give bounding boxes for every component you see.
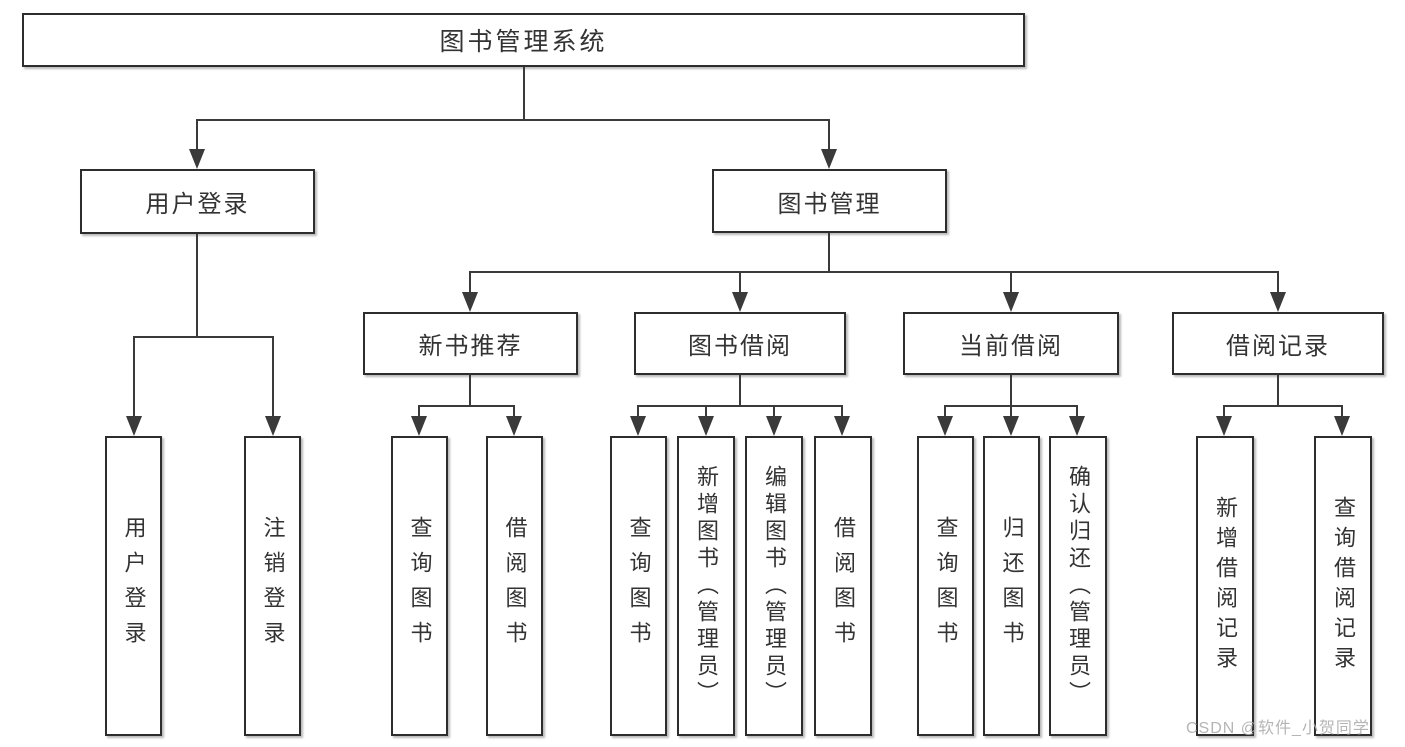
arrowhead-rec-add-record (1216, 416, 1232, 436)
node-book-management: 图书管理 (712, 169, 947, 233)
leaf-records-add-record-label: 新增借阅记录 (1213, 496, 1238, 676)
arrowhead-user-login (189, 149, 205, 169)
connector-stem-rec-query (418, 405, 420, 417)
arrowhead-rec-query (411, 416, 427, 436)
arrowhead-bor-add (698, 416, 714, 436)
connector-root-trunk (523, 67, 525, 121)
arrowhead-cur-confirm (1069, 416, 1085, 436)
node-root-label: 图书管理系统 (439, 28, 608, 56)
connector-stem-borrowing (739, 271, 741, 293)
leaf-borrowing-add-books-admin: 新增图书（管理员） (677, 436, 735, 736)
leaf-logout-label: 注销登录 (260, 516, 286, 656)
leaf-current-confirm-return-admin: 确认归还（管理员） (1049, 436, 1107, 736)
arrowhead-bor-edit (766, 416, 782, 436)
leaf-user-login-label: 用户登录 (121, 516, 147, 656)
arrowhead-rec-borrow (506, 416, 522, 436)
connector-stem-rec-add-record (1223, 405, 1225, 417)
connector-stem-bor-borrow (841, 405, 843, 417)
node-new-book-recommend: 新书推荐 (363, 312, 578, 375)
arrowhead-records (1270, 292, 1286, 312)
leaf-borrowing-borrow-books: 借阅图书 (814, 436, 872, 736)
csdn-watermark: CSDN @软件_小贺同学 (1186, 720, 1370, 737)
node-new-book-recommend-label: 新书推荐 (418, 333, 523, 360)
connector-user-trunk (196, 234, 198, 337)
leaf-borrowing-query-books-label: 查询图书 (626, 516, 652, 656)
arrowhead-bor-borrow (834, 416, 850, 436)
connector-borrowing-split (637, 405, 843, 407)
connector-stem-rec-borrow (513, 405, 515, 417)
arrowhead-current (1003, 292, 1019, 312)
arrowhead-bor-query (630, 416, 646, 436)
arrowhead-borrowing (732, 292, 748, 312)
leaf-records-query-record: 查询借阅记录 (1314, 436, 1372, 736)
leaf-recommend-borrow-books: 借阅图书 (486, 436, 543, 736)
connector-recommend-trunk (469, 375, 471, 406)
leaf-current-return-books-label: 归还图书 (999, 516, 1025, 656)
connector-stem-book-mgmt (828, 119, 830, 151)
connector-current-trunk (1010, 375, 1012, 406)
connector-stem-bor-add (705, 405, 707, 417)
leaf-borrowing-add-books-admin-label: 新增图书（管理员） (694, 464, 719, 708)
leaf-current-confirm-return-admin-label: 确认归还（管理员） (1066, 464, 1091, 708)
arrowhead-cur-return (1003, 416, 1019, 436)
connector-borrowing-trunk (739, 375, 741, 406)
connector-stem-cur-query (944, 405, 946, 417)
leaf-recommend-query-books-label: 查询图书 (407, 516, 433, 656)
connector-stem-cur-confirm (1076, 405, 1078, 417)
leaf-borrowing-borrow-books-label: 借阅图书 (831, 516, 856, 656)
connector-mgmt-split (469, 271, 1279, 273)
arrowhead-rec-query-record (1334, 416, 1350, 436)
arrowhead-cur-query (937, 416, 953, 436)
leaf-current-query-books: 查询图书 (917, 436, 974, 736)
node-book-borrowing: 图书借阅 (634, 312, 846, 375)
connector-mgmt-trunk (828, 233, 830, 273)
leaf-recommend-borrow-books-label: 借阅图书 (502, 516, 528, 656)
leaf-records-query-record-label: 查询借阅记录 (1331, 496, 1356, 676)
leaf-borrowing-edit-books-admin: 编辑图书（管理员） (745, 436, 803, 736)
connector-records-trunk (1277, 375, 1279, 406)
connector-stem-leaf-logout (272, 336, 274, 418)
connector-stem-new-books (469, 271, 471, 293)
connector-stem-records (1277, 271, 1279, 293)
connector-stem-rec-query-record (1341, 405, 1343, 417)
node-book-borrowing-label: 图书借阅 (688, 333, 792, 360)
connector-recommend-split (418, 405, 515, 407)
leaf-current-query-books-label: 查询图书 (933, 516, 959, 656)
connector-user-split (133, 336, 274, 338)
leaf-current-return-books: 归还图书 (983, 436, 1040, 736)
leaf-borrowing-query-books: 查询图书 (610, 436, 667, 736)
leaf-recommend-query-books: 查询图书 (391, 436, 448, 736)
node-user-login: 用户登录 (80, 169, 315, 234)
node-book-management-label: 图书管理 (777, 190, 882, 218)
arrowhead-book-mgmt (821, 149, 837, 169)
leaf-records-add-record: 新增借阅记录 (1196, 436, 1254, 736)
connector-stem-bor-query (637, 405, 639, 417)
connector-stem-cur-return (1010, 405, 1012, 417)
leaf-user-login: 用户登录 (105, 436, 162, 736)
connector-stem-bor-edit (773, 405, 775, 417)
connector-root-split (196, 119, 830, 121)
leaf-logout: 注销登录 (244, 436, 301, 736)
arrowhead-leaf-logout (265, 416, 281, 436)
node-current-borrowing: 当前借阅 (903, 312, 1119, 375)
arrowhead-leaf-login (126, 416, 142, 436)
connector-stem-leaf-login (133, 336, 135, 418)
node-borrow-records-label: 借阅记录 (1226, 333, 1330, 360)
connector-stem-current (1010, 271, 1012, 293)
leaf-borrowing-edit-books-admin-label: 编辑图书（管理员） (762, 464, 787, 708)
connector-stem-user-login (196, 119, 198, 151)
node-current-borrowing-label: 当前借阅 (959, 333, 1063, 360)
node-borrow-records: 借阅记录 (1172, 312, 1384, 375)
node-user-login-label: 用户登录 (145, 191, 250, 218)
node-root-system: 图书管理系统 (22, 13, 1025, 67)
connector-records-split (1223, 405, 1342, 407)
arrowhead-new-books (462, 292, 478, 312)
